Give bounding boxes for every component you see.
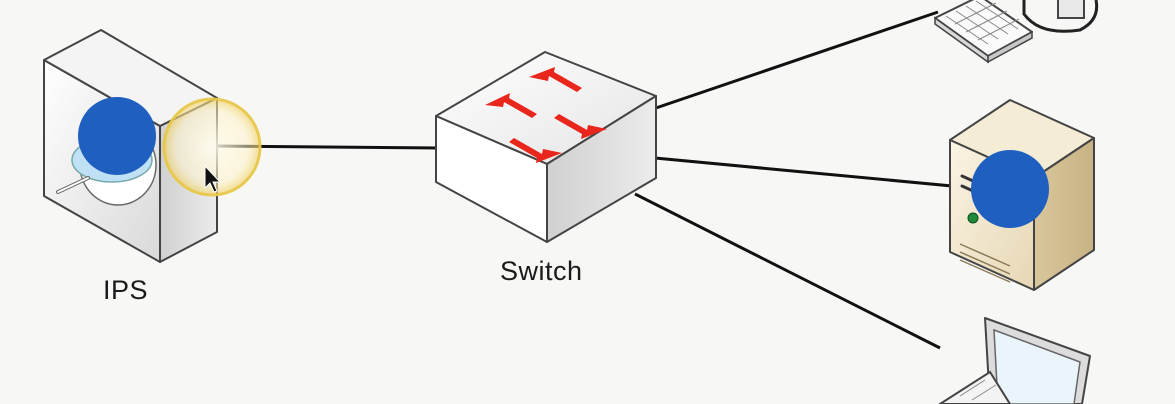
keyboard-monitor-icon (934, 0, 1099, 64)
server-blue-marker (971, 150, 1049, 228)
switch-arrows-icon (485, 67, 607, 163)
ips-label: IPS (103, 275, 149, 305)
laptop-icon (938, 317, 1091, 404)
mouse-cursor-icon (204, 164, 222, 193)
link-switch-laptop (634, 192, 941, 350)
switch-label: Switch (500, 256, 583, 286)
link-switch-workstation (649, 10, 939, 112)
tower-server-icon (949, 99, 1095, 291)
network-switch-icon (435, 51, 657, 243)
link-switch-server (654, 156, 953, 188)
ips-blue-marker (78, 97, 156, 175)
cursor-highlight-ring (162, 97, 262, 197)
